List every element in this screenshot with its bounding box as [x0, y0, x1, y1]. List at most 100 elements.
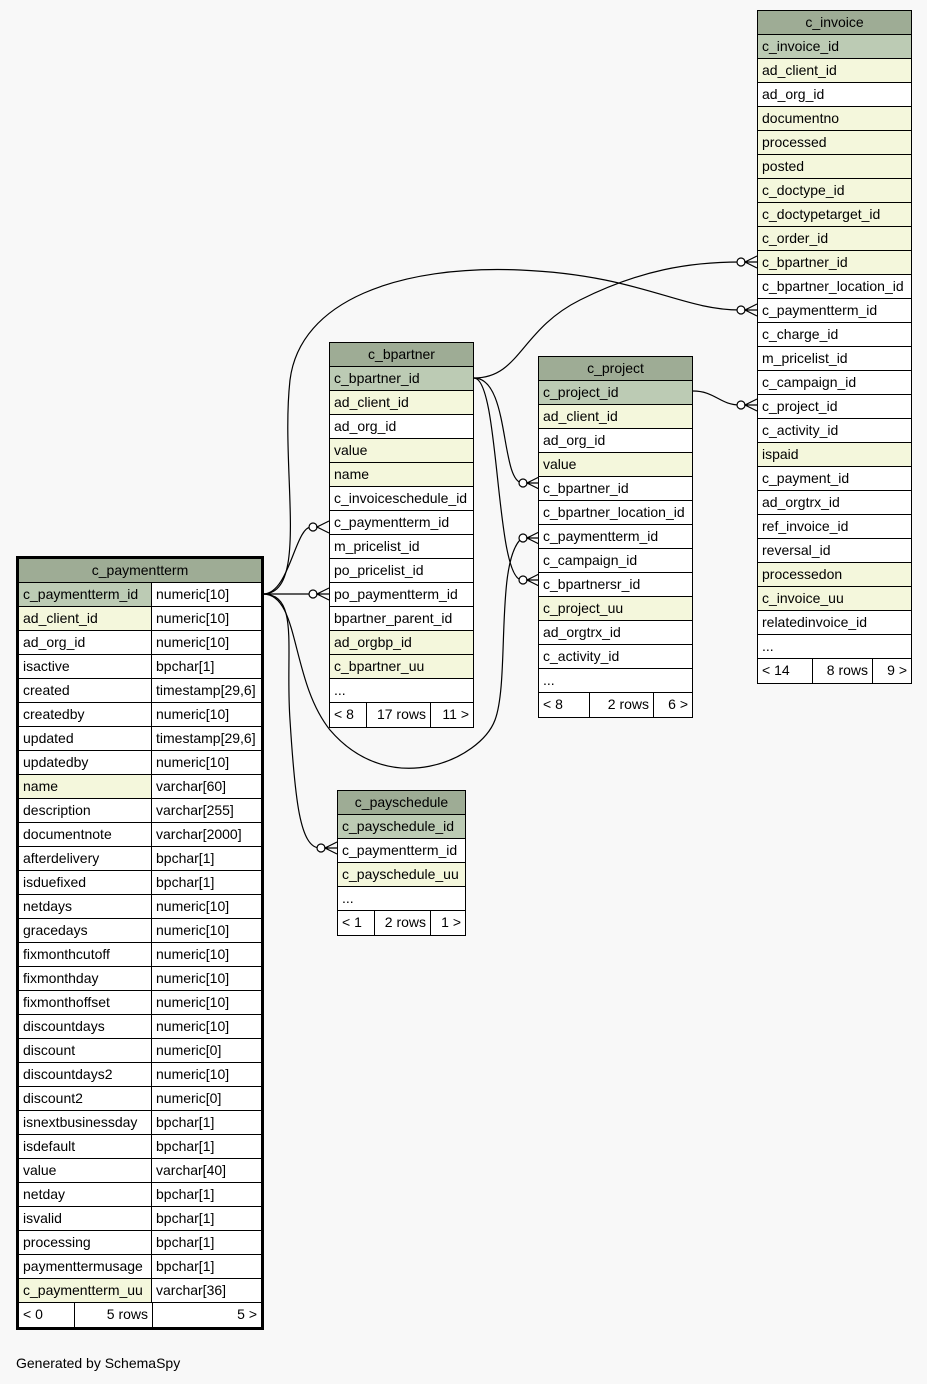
column-row[interactable]: ad_client_id: [758, 59, 911, 83]
column-row[interactable]: c_bpartner_id: [758, 251, 911, 275]
table-title[interactable]: c_project: [539, 357, 692, 381]
column-row[interactable]: c_bpartnersr_id: [539, 573, 692, 597]
column-row[interactable]: ad_org_id: [539, 429, 692, 453]
column-row[interactable]: value: [330, 439, 473, 463]
children-count[interactable]: 6 >: [668, 696, 688, 712]
column-row[interactable]: processed: [758, 131, 911, 155]
column-row[interactable]: ad_org_id: [758, 83, 911, 107]
column-row[interactable]: po_paymentterm_id: [330, 583, 473, 607]
column-row[interactable]: ...: [338, 887, 465, 911]
column-row[interactable]: ad_orgtrx_id: [758, 491, 911, 515]
parents-count[interactable]: < 0: [19, 1303, 75, 1327]
column-row[interactable]: ...: [330, 679, 473, 703]
column-row[interactable]: c_invoice_uu: [758, 587, 911, 611]
children-count[interactable]: 1 >: [441, 914, 461, 930]
children-count[interactable]: 5 >: [237, 1306, 257, 1322]
column-row[interactable]: c_doctype_id: [758, 179, 911, 203]
column-row[interactable]: c_bpartner_id: [539, 477, 692, 501]
column-row[interactable]: ad_client_id: [330, 391, 473, 415]
column-row[interactable]: c_bpartner_location_id: [539, 501, 692, 525]
column-row[interactable]: c_order_id: [758, 227, 911, 251]
column-row[interactable]: c_paymentterm_id: [539, 525, 692, 549]
column-row[interactable]: m_pricelist_id: [330, 535, 473, 559]
column-row[interactable]: c_bpartner_location_id: [758, 275, 911, 299]
column-row[interactable]: c_invoice_id: [758, 35, 911, 59]
column-row[interactable]: ad_org_id: [330, 415, 473, 439]
column-row[interactable]: m_pricelist_id: [758, 347, 911, 371]
column-row[interactable]: c_bpartner_uu: [330, 655, 473, 679]
column-row[interactable]: ad_client_id: [539, 405, 692, 429]
column-row[interactable]: c_bpartner_id: [330, 367, 473, 391]
parents-count[interactable]: < 14: [758, 659, 813, 683]
column-row[interactable]: ...: [539, 669, 692, 693]
column-row[interactable]: c_charge_id: [758, 323, 911, 347]
column-row[interactable]: posted: [758, 155, 911, 179]
table-title[interactable]: c_invoice: [758, 11, 911, 35]
column-row[interactable]: c_payment_id: [758, 467, 911, 491]
column-row[interactable]: bpartner_parent_id: [330, 607, 473, 631]
table-title[interactable]: c_bpartner: [330, 343, 473, 367]
column-row[interactable]: ...: [758, 635, 911, 659]
column-row[interactable]: c_payschedule_id: [338, 815, 465, 839]
column-row[interactable]: c_invoiceschedule_id: [330, 487, 473, 511]
column-row[interactable]: ad_orgtrx_id: [539, 621, 692, 645]
children-count[interactable]: 11 >: [442, 706, 469, 722]
column-row[interactable]: po_pricelist_id: [330, 559, 473, 583]
column-row[interactable]: relatedinvoice_id: [758, 611, 911, 635]
column-row[interactable]: c_activity_id: [758, 419, 911, 443]
column-row[interactable]: name: [330, 463, 473, 487]
table-title[interactable]: c_paymentterm: [19, 559, 261, 583]
column-row[interactable]: value: [539, 453, 692, 477]
column-row[interactable]: c_payschedule_uu: [338, 863, 465, 887]
column-row[interactable]: c_campaign_id: [758, 371, 911, 395]
table-title[interactable]: c_payschedule: [338, 791, 465, 815]
children-count[interactable]: 9 >: [887, 662, 907, 678]
column-row[interactable]: c_paymentterm_id: [330, 511, 473, 535]
column-row[interactable]: documentno: [758, 107, 911, 131]
column-row[interactable]: c_doctypetarget_id: [758, 203, 911, 227]
parents-count[interactable]: < 8: [330, 703, 367, 727]
column-row[interactable]: ad_orgbp_id: [330, 631, 473, 655]
column-row[interactable]: c_project_uu: [539, 597, 692, 621]
column-row[interactable]: c_paymentterm_id: [338, 839, 465, 863]
column-row[interactable]: c_project_id: [758, 395, 911, 419]
column-row[interactable]: c_paymentterm_id: [758, 299, 911, 323]
parents-count[interactable]: < 8: [539, 693, 590, 717]
column-row[interactable]: c_activity_id: [539, 645, 692, 669]
column-row[interactable]: reversal_id: [758, 539, 911, 563]
column-row[interactable]: processedon: [758, 563, 911, 587]
parents-count[interactable]: < 1: [338, 911, 375, 935]
column-row[interactable]: c_campaign_id: [539, 549, 692, 573]
